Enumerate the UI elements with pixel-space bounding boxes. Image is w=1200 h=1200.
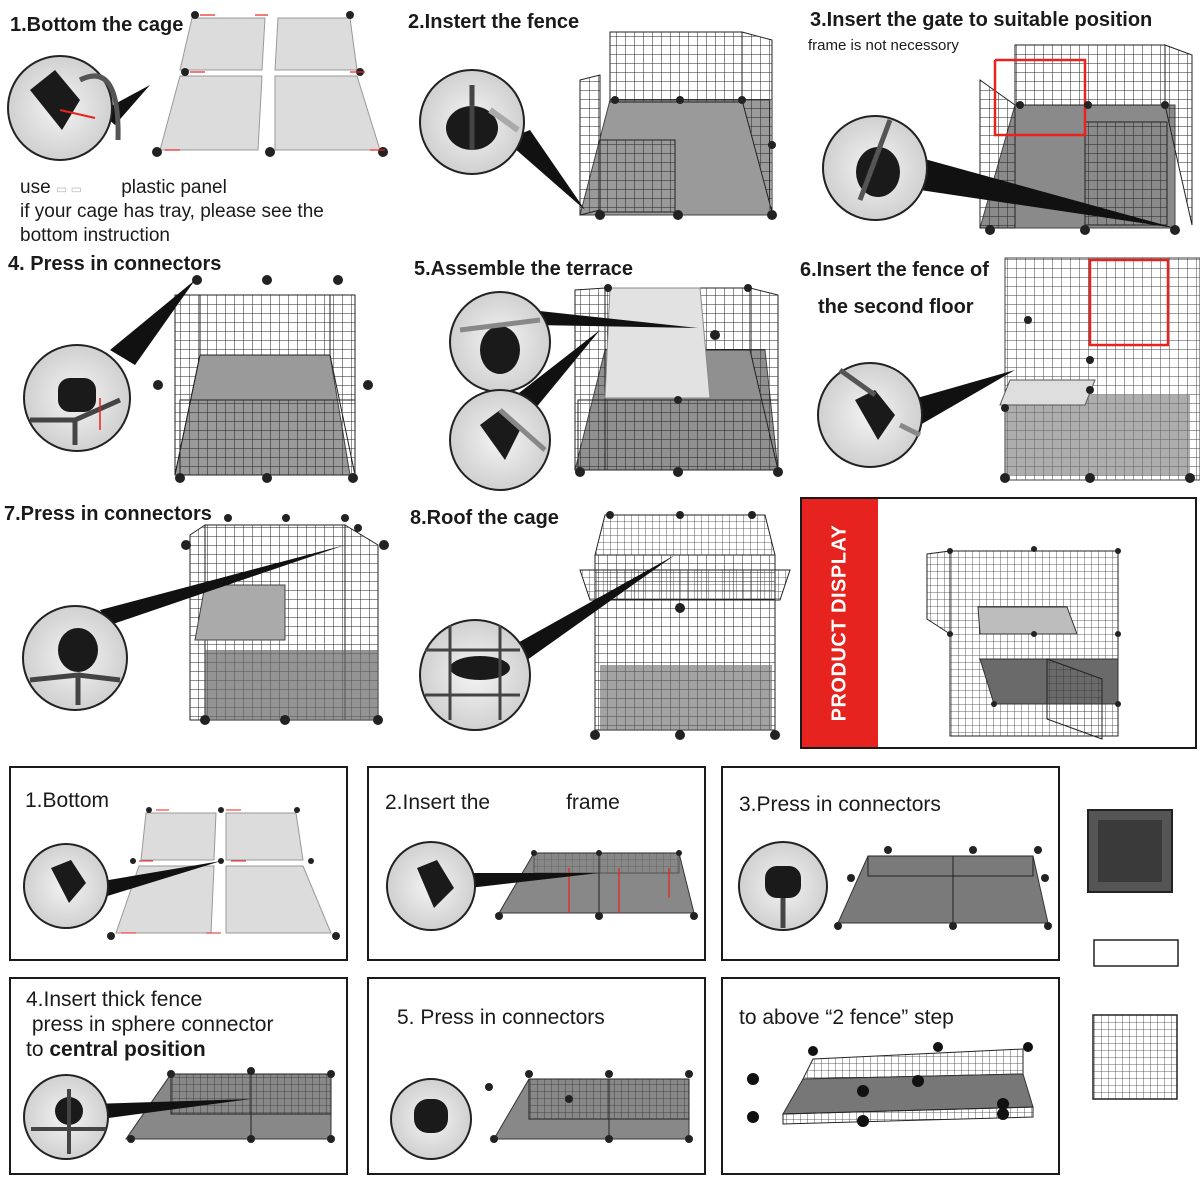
bottom-step-3-illustration (738, 841, 1052, 931)
parts-legend (1087, 809, 1179, 1100)
step-2-title: 2.Instert the fence (408, 11, 580, 33)
bottom-step-4-box: 4.Insert thick fence press in sphere con… (9, 977, 348, 1175)
step-6-title-line2: the second floor (818, 296, 974, 318)
bottom-step-1-title: 1.Bottom (25, 789, 110, 812)
step-6-title-line1: 6.Insert the fence of (800, 259, 989, 281)
step-8-illustration (419, 511, 791, 740)
bottom-step-6-illustration (747, 1042, 1034, 1127)
step-8-title: 8.Roof the cage (410, 507, 559, 529)
step-5-illustration (449, 284, 783, 491)
bottom-step-5-illustration (390, 1070, 693, 1160)
step-4-title: 4. Press in connectors (8, 253, 222, 275)
step-6-illustration (817, 257, 1200, 483)
step-1-title: 1.Bottom the cage (10, 14, 184, 36)
bottom-step-6-title: to above “2 fence” step (739, 1006, 954, 1029)
step-1-illustration (7, 11, 388, 161)
product-display-banner: PRODUCT DISPLAY (802, 499, 878, 747)
bottom-step-1-illustration (23, 807, 340, 940)
bottom-step-5-title: 5. Press in connectors (397, 1006, 605, 1029)
step-2-illustration (419, 31, 777, 220)
bottom-step-4-illustration (23, 1067, 335, 1160)
step-7-title: 7.Press in connectors (4, 503, 212, 525)
product-display-label: PRODUCT DISPLAY (828, 524, 851, 722)
step-5-title: 5.Assemble the terrace (414, 258, 634, 280)
bottom-step-3-title: 3.Press in connectors (739, 793, 941, 816)
bottom-step-5-box: 5. Press in connectors (367, 977, 706, 1175)
step-3-illustration (822, 44, 1193, 235)
bottom-step-1-box: 1.Bottom (9, 766, 348, 961)
panel-note: use ▭ ▭ plastic panel if your cage has t… (20, 177, 324, 246)
bottom-step-6-box: to above “2 fence” step (721, 977, 1060, 1175)
step-3-title: 3.Insert the gate to suitable position (810, 9, 1153, 31)
product-display-cage (926, 546, 1121, 740)
bottom-step-3-box: 3.Press in connectors (721, 766, 1060, 961)
bottom-step-4-text: 4.Insert thick fence press in sphere con… (26, 988, 274, 1062)
bottom-step-2-illustration (386, 841, 698, 931)
product-display-panel: PRODUCT DISPLAY (800, 497, 1197, 749)
step-7-illustration (22, 514, 389, 725)
step-4-illustration (23, 275, 373, 483)
step-3-note: frame is not necessory (808, 37, 959, 54)
